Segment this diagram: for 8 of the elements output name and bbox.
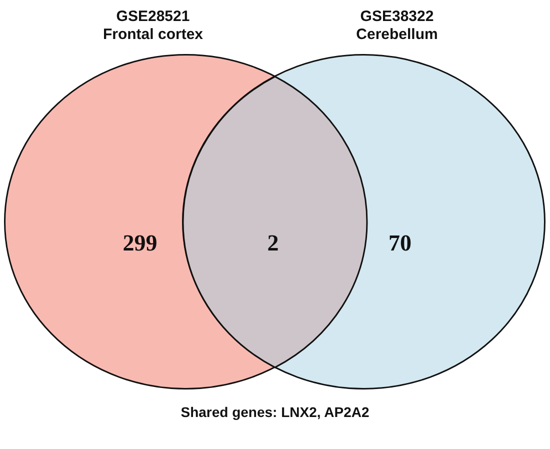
tissue-label: Frontal cortex <box>102 27 204 42</box>
dataset-id: GSE28521 <box>116 9 190 24</box>
dataset-id: GSE38322 <box>360 9 434 24</box>
count-label: 70 <box>388 232 412 254</box>
count-label: 299 <box>122 232 158 254</box>
tissue-label: Cerebellum <box>356 27 438 42</box>
overlap-count: 2 <box>267 232 279 254</box>
caption: Shared genes: LNX2, AP2A2 <box>180 405 370 419</box>
